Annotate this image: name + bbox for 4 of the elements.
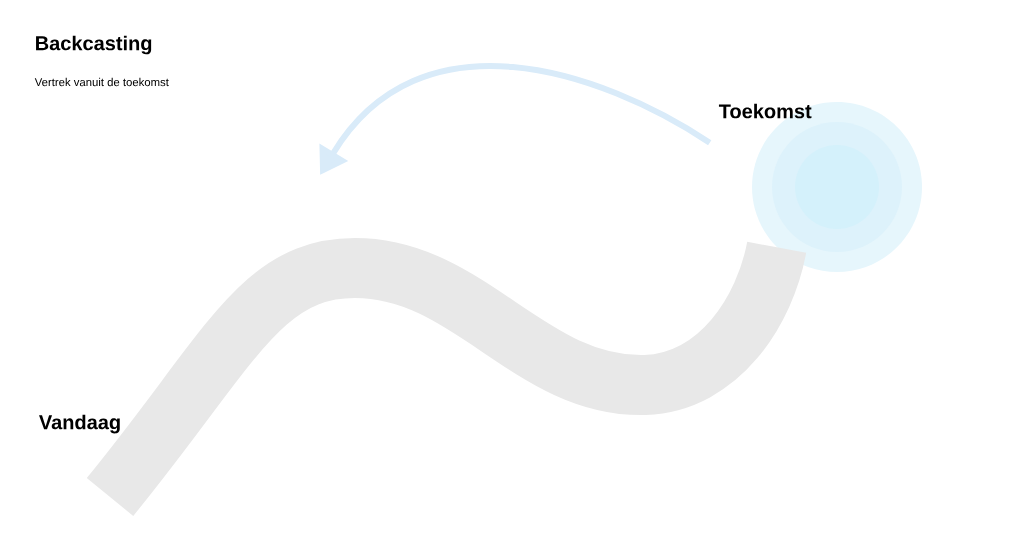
title: Backcasting <box>36 35 152 55</box>
subtitle: Vertrek vanuit de toekomst <box>34 77 169 87</box>
start-label: Vandaag <box>39 414 120 434</box>
road-band <box>86 238 806 516</box>
